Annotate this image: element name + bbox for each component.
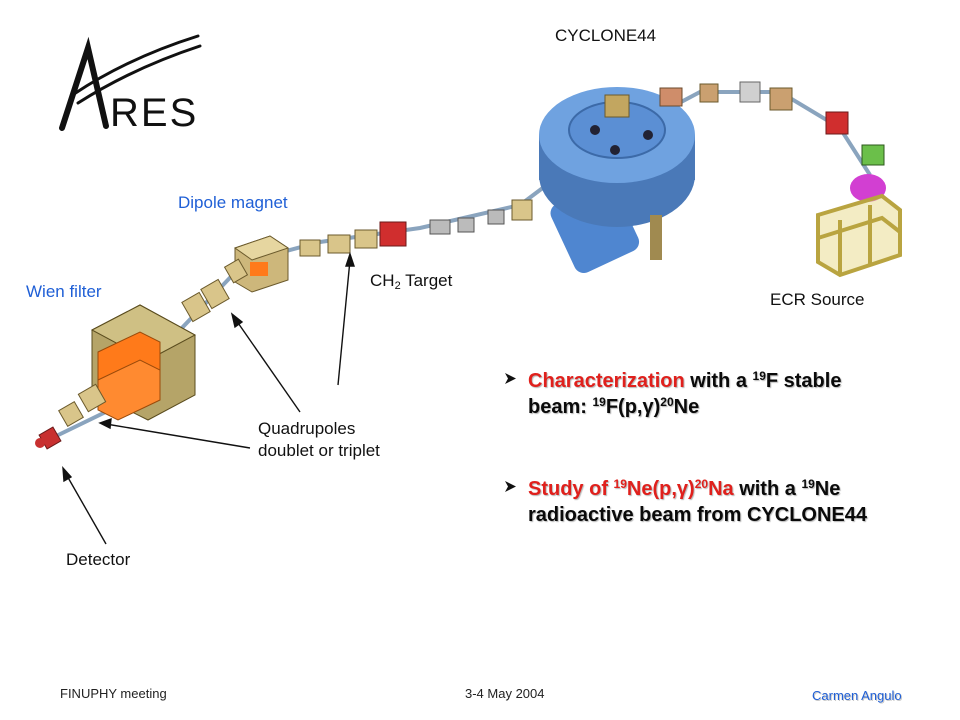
bullet-arrow-icon: [505, 373, 516, 384]
target-label: CH2 Target: [370, 271, 453, 292]
bullet-characterization: Characterization with a 19F stable beam:…: [505, 368, 841, 420]
bullet-study: Study of 19Ne(p,γ)20Na with a 19Ne radio…: [505, 476, 867, 528]
footer-meeting: FINUPHY meeting: [60, 686, 167, 701]
dipole-magnet-label: Dipole magnet: [178, 193, 288, 212]
bullet-arrow-icon: [505, 481, 516, 492]
dipole-magnet-icon: [233, 235, 290, 293]
annotation-arrows: [62, 251, 355, 545]
footer-author: Carmen Angulo: [812, 688, 902, 703]
ares-logo-text: RES: [110, 91, 198, 135]
cyclotron-icon: [539, 87, 695, 274]
detector-label: Detector: [66, 550, 131, 569]
injection-line-magnets: [604, 81, 886, 202]
detector-icon: [35, 383, 107, 450]
wien-filter-icon: [90, 304, 197, 421]
ecr-source-label: ECR Source: [770, 290, 865, 309]
ares-logo: RES: [59, 34, 202, 135]
footer-date: 3-4 May 2004: [465, 686, 545, 701]
wien-filter-label: Wien filter: [26, 282, 102, 301]
cyclone-label: CYCLONE44: [555, 26, 657, 45]
quadrupole-icon: [181, 258, 249, 323]
quadrupoles-label: Quadrupoles doublet or triplet: [258, 419, 380, 460]
ecr-source-icon: [816, 193, 902, 278]
transfer-line-magnets: [299, 199, 533, 257]
